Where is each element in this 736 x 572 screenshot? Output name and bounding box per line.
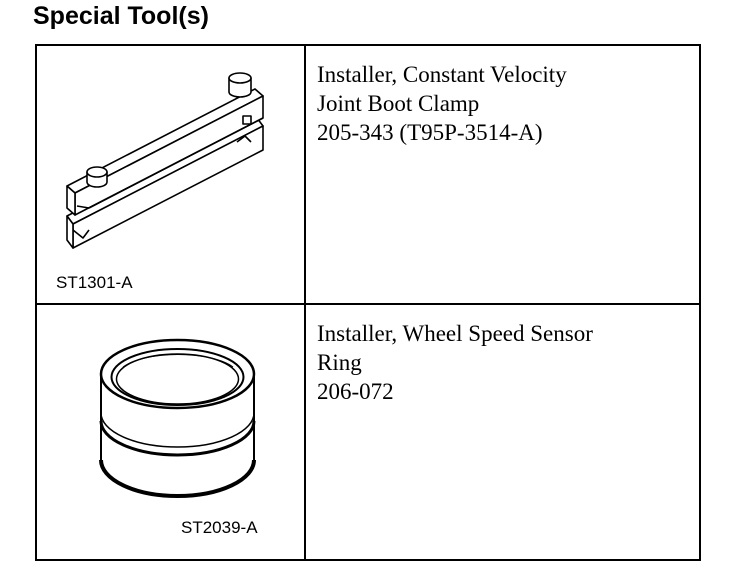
tool-part-number: 206-072 — [317, 379, 394, 404]
tool-name-line1: Installer, Wheel Speed Sensor — [317, 321, 593, 346]
tool-image-cell: ST2039-A — [35, 303, 306, 561]
tool-description-cell: Installer, Constant Velocity Joint Boot … — [304, 44, 701, 305]
tool-part-number: 205-343 (T95P-3514-A) — [317, 120, 543, 145]
special-tools-table: ST1301-A Installer, Constant Velocity Jo… — [35, 44, 701, 561]
sensor-ring-installer-icon — [99, 338, 256, 498]
tool-name-line2: Ring — [317, 350, 362, 375]
table-row: ST1301-A Installer, Constant Velocity Jo… — [35, 44, 701, 305]
tool-image-code: ST2039-A — [181, 518, 258, 537]
tool-description: Installer, Wheel Speed Sensor Ring 206-0… — [317, 319, 593, 406]
tool-name-line2: Joint Boot Clamp — [317, 91, 480, 116]
tool-image-code: ST1301-A — [56, 273, 133, 292]
tool-description: Installer, Constant Velocity Joint Boot … — [317, 60, 567, 147]
tool-description-cell: Installer, Wheel Speed Sensor Ring 206-0… — [304, 303, 701, 561]
page-title: Special Tool(s) — [33, 2, 209, 30]
tool-image-cell: ST1301-A — [35, 44, 306, 305]
tool-name-line1: Installer, Constant Velocity — [317, 62, 567, 87]
table-row: ST2039-A Installer, Wheel Speed Sensor R… — [35, 303, 701, 561]
boot-clamp-installer-icon — [66, 72, 264, 249]
